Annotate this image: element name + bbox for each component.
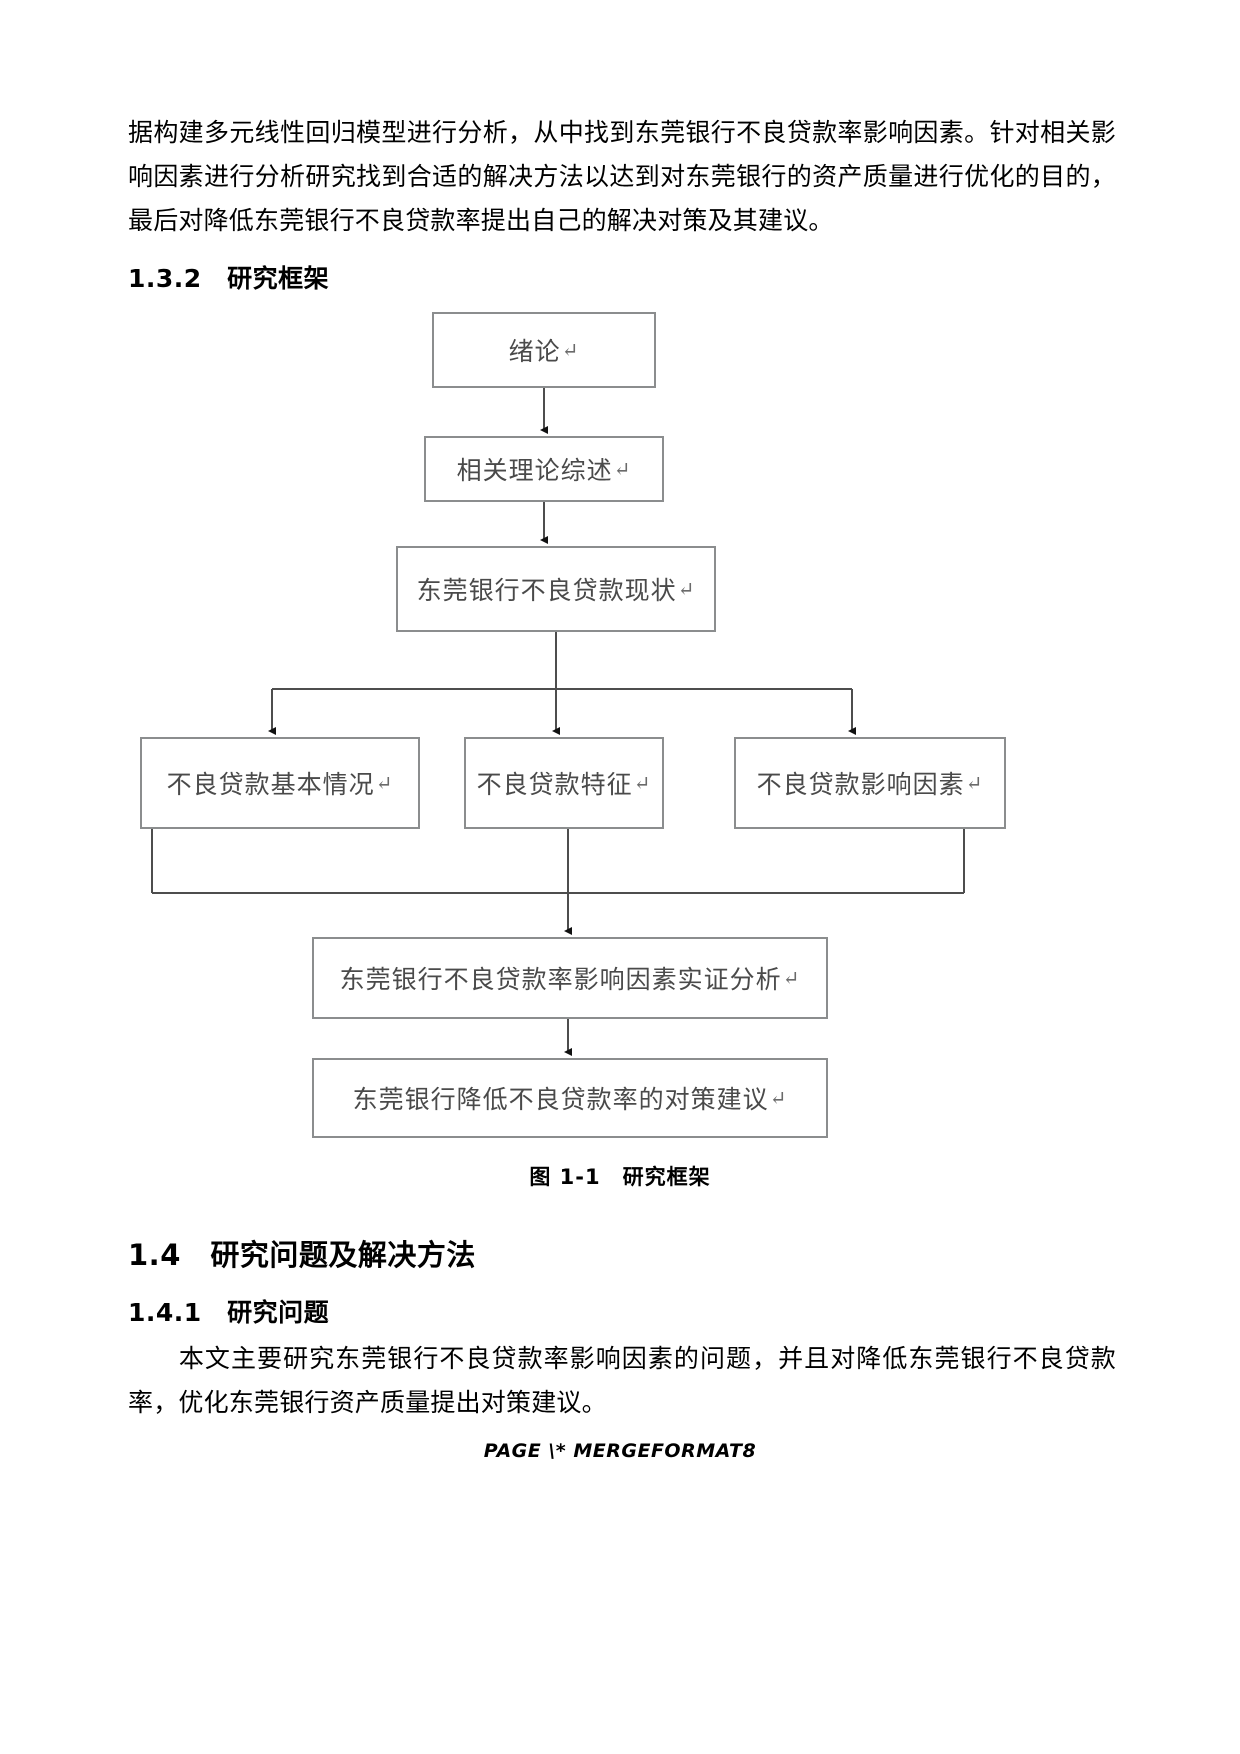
body-paragraph-bottom: 本文主要研究东莞银行不良贷款率影响因素的问题，并且对降低东莞银行不良贷款率，优化… [128,1338,1116,1426]
flow-node-influencing-factors-label: 不良贷款影响因素 [756,772,965,799]
flow-node-theory: 相关理论综述↵ [424,436,664,502]
flow-node-countermeasure-advice: 东莞银行降低不良贷款率的对策建议↵ [312,1058,828,1138]
return-mark-icon: ↵ [782,967,801,990]
flow-node-countermeasure-advice-label: 东莞银行降低不良贷款率的对策建议 [352,1087,769,1114]
flow-node-intro: 绪论↵ [432,312,656,388]
flowchart-connectors [151,388,965,1056]
flow-node-status: 东莞银行不良贷款现状↵ [396,546,716,632]
heading-1-4-1: 1.4.1 研究问题 [128,1298,330,1327]
flow-node-empirical-analysis: 东莞银行不良贷款率影响因素实证分析↵ [312,937,828,1019]
heading-1-4: 1.4 研究问题及解决方法 [128,1238,476,1272]
page-footer: PAGE \* MERGEFORMAT8 [483,1440,757,1462]
body-paragraph-bottom-text: 本文主要研究东莞银行不良贷款率影响因素的问题，并且对降低东莞银行不良贷款率，优化… [128,1346,1116,1417]
flow-node-basic-situation: 不良贷款基本情况↵ [140,737,420,829]
body-paragraph-top: 据构建多元线性回归模型进行分析，从中找到东莞银行不良贷款率影响因素。针对相关影响… [128,120,1116,235]
flow-node-basic-situation-label: 不良贷款基本情况 [166,772,375,799]
flow-node-feature: 不良贷款特征↵ [464,737,664,829]
flow-node-empirical-analysis-label: 东莞银行不良贷款率影响因素实证分析 [339,967,782,994]
flow-node-status-label: 东莞银行不良贷款现状 [416,578,677,605]
figure-caption: 图 1-1 研究框架 [529,1165,711,1189]
return-mark-icon: ↵ [375,772,394,795]
return-mark-icon: ↵ [633,772,652,795]
return-mark-icon: ↵ [613,458,632,481]
return-mark-icon: ↵ [965,772,984,795]
flow-node-influencing-factors: 不良贷款影响因素↵ [734,737,1006,829]
return-mark-icon: ↵ [561,339,580,362]
flow-node-intro-label: 绪论 [508,339,561,366]
return-mark-icon: ↵ [769,1087,788,1110]
flow-node-theory-label: 相关理论综述 [456,458,613,485]
research-framework-flowchart: 绪论↵ 相关理论综述↵ 东莞银行不良贷款现状↵ 不良贷款基本情况↵ 不良贷款特征… [0,300,1240,1180]
return-mark-icon: ↵ [677,578,696,601]
flow-node-feature-label: 不良贷款特征 [476,772,633,799]
heading-1-3-2: 1.3.2 研究框架 [128,264,330,293]
